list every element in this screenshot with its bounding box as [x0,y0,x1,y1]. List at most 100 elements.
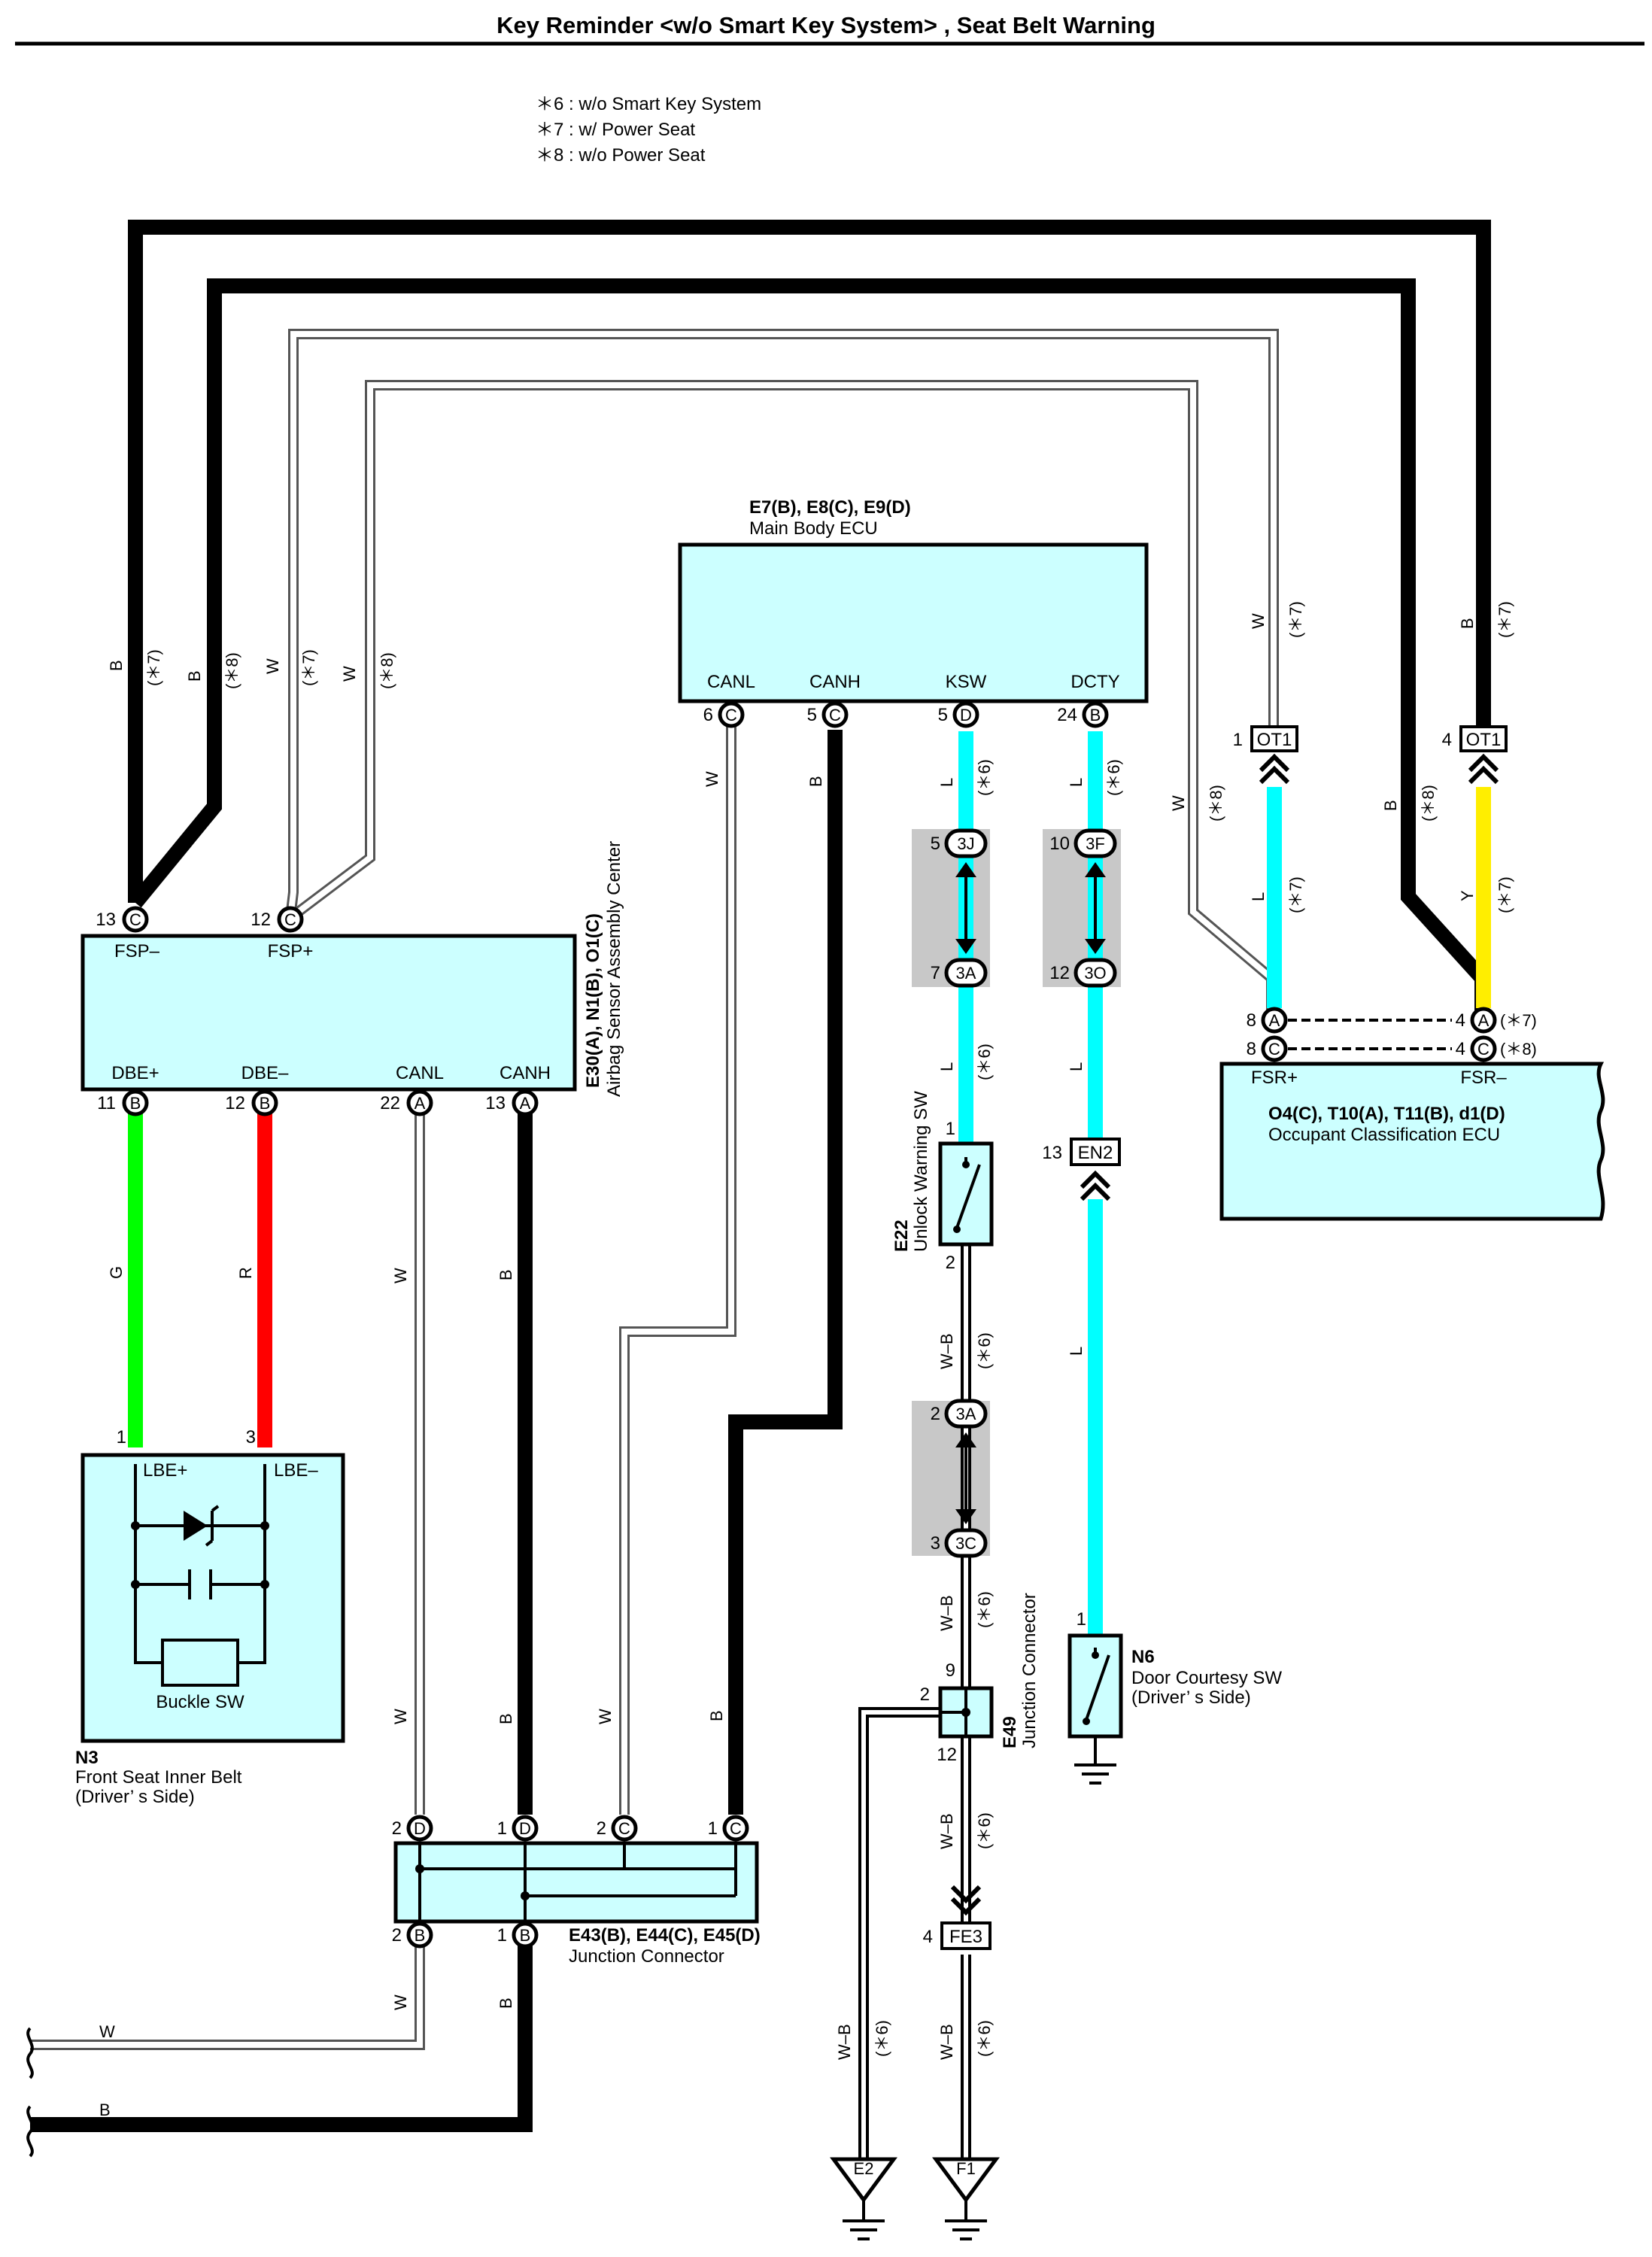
e43-t1-n: 1 [497,1818,507,1839]
lbl-r-1: R [236,1267,255,1279]
lbl-w-2: W [340,666,359,682]
e43-t3-n: 1 [708,1818,718,1839]
lbl-l-4: L [937,1062,956,1071]
airbag-dbe-plus: DBE+ [111,1063,159,1083]
occ-b2-conn: C [1477,1040,1490,1059]
page-title: Key Reminder <w/o Smart Key System> , Se… [497,12,1155,38]
lbl-wb-5: W–B [937,2024,956,2060]
occ-b1-tag: (＊7) [1500,1011,1537,1030]
lbl-b-6: B [497,1269,515,1280]
lbl-w-5: W [1169,795,1188,811]
jc-e43: D D C C B B 2 1 2 1 2 1 E43(B), E44(C), … [392,1815,761,1967]
airbag-dbep-num: 11 [97,1093,116,1113]
main-body-ecu-name: Main Body ECU [749,518,878,539]
airbag-dbem-num: 12 [225,1093,245,1113]
lbl-t6-3: (＊6) [975,1043,994,1080]
j3a-low-name: 3A [956,1405,976,1423]
e43-name: Junction Connector [569,1946,724,1967]
e43-b0-c: B [415,1926,426,1945]
lbl-t6-7: (＊6) [873,2020,891,2057]
lbl-t7-5: (＊7) [1286,876,1305,913]
airbag-canh-num: 13 [485,1093,506,1113]
occ-a2-conn: C [1268,1040,1280,1059]
note-7: ＊7 : w/ Power Seat [536,120,695,140]
airbag-dbe-minus: DBE– [241,1063,289,1083]
e43-b1-n: 1 [497,1925,507,1946]
airbag-canh-conn: A [520,1094,531,1113]
unlock-name: Unlock Warning SW [911,1091,931,1252]
ground-e2: E2 [854,2159,874,2178]
j3c-pin: 3 [931,1533,940,1554]
lbl-l-3: L [1249,892,1268,901]
lbl-b-7: B [497,1713,515,1724]
lbl-l-5: L [1067,1062,1086,1071]
airbag-fspm-conn: C [129,910,141,929]
ecu-canh-num: 5 [807,705,817,725]
ecu-ksw-num: 5 [938,705,948,725]
e43-t3-c: C [730,1819,742,1838]
main-body-ecu-code: E7(B), E8(C), E9(D) [749,497,911,518]
airbag-canl-num: 22 [380,1093,400,1113]
lbl-w-4: W [1249,613,1268,629]
j3f-pin: 10 [1049,834,1070,854]
fe3-name: FE3 [949,1927,982,1947]
lbl-b-4: B [1458,618,1477,629]
j3a-low-pin: 2 [931,1404,940,1424]
occ-b2-num: 4 [1456,1039,1465,1059]
e43-t2-c: C [618,1819,630,1838]
en2-name: EN2 [1078,1143,1113,1163]
lbl-t7-6: (＊7) [1496,876,1514,913]
jc-e49: 9 2 12 E49 Junction Connector [920,1593,1040,1765]
lbl-w-6: W [391,1268,410,1283]
ecu-dcty-conn: B [1090,706,1101,724]
fe3-pin: 4 [923,1927,933,1947]
door-code: N6 [1131,1647,1155,1667]
e49-code: E49 [1000,1716,1020,1748]
lbl-t6-1: (＊6) [975,759,994,796]
lbl-t6-8: (＊6) [975,2020,994,2057]
occ-fsr-plus: FSR+ [1251,1068,1298,1088]
grounds: E2 F1 [830,2157,1000,2240]
lbl-b-3: B [806,776,825,787]
ecu-pin-dcty-label: DCTY [1070,672,1119,692]
airbag-sensor: FSP– FSP+ DBE+ DBE– CANL CANH E30(A), N1… [80,841,624,1097]
airbag-pins: C C B B A A 13 12 11 12 22 13 [96,906,539,1116]
lbl-b-1: B [107,660,126,671]
belt-code: N3 [75,1748,99,1768]
ot1-b-name: OT1 [1466,730,1502,750]
j3c-name: 3C [955,1534,976,1553]
belt-lbe-minus: LBE– [274,1460,318,1481]
wire-b-jc-lower [30,1927,533,2132]
occ-b1-num: 4 [1456,1010,1465,1031]
ecu-canl-conn: C [725,706,737,724]
door-name: Door Courtesy SW [1131,1668,1282,1688]
airbag-fspm-num: 13 [96,910,116,930]
occ-b1-conn: A [1478,1011,1490,1030]
airbag-fsp-plus: FSP+ [268,941,314,961]
lbl-wb-4: W–B [835,2024,854,2060]
lbl-w-3: W [703,771,721,787]
lbl-t8-2: (＊8) [378,652,396,689]
j3f-name: 3F [1086,834,1105,853]
airbag-fspp-conn: C [284,910,296,929]
lbl-t6-4: (＊6) [975,1332,994,1369]
belt-lbe-plus: LBE+ [143,1460,187,1481]
ecu-canl-num: 6 [703,705,713,725]
e43-t1-c: D [519,1819,531,1838]
belt-side: (Driver’ s Side) [75,1787,195,1807]
e49-pin-bottom: 12 [937,1745,957,1765]
note-6: ＊6 : w/o Smart Key System [536,94,761,114]
ot1-connectors: OT1 OT1 1 4 [1233,725,1508,785]
belt-name: Front Seat Inner Belt [75,1767,242,1788]
j3a-top-name: 3A [956,964,976,983]
lbl-t6-2: (＊6) [1104,759,1123,796]
airbag-canl-conn: A [415,1094,426,1113]
lbl-t8-4: (＊8) [1419,785,1438,822]
ot1-b-pin: 4 [1442,730,1452,750]
lbl-t6-6: (＊6) [975,1812,994,1849]
lbl-wb-1: W–B [937,1333,956,1369]
e43-b0-n: 2 [392,1925,402,1946]
lbl-w-8: W [596,1709,615,1724]
unlock-code: E22 [891,1220,912,1252]
j3j-pin: 5 [931,834,940,854]
